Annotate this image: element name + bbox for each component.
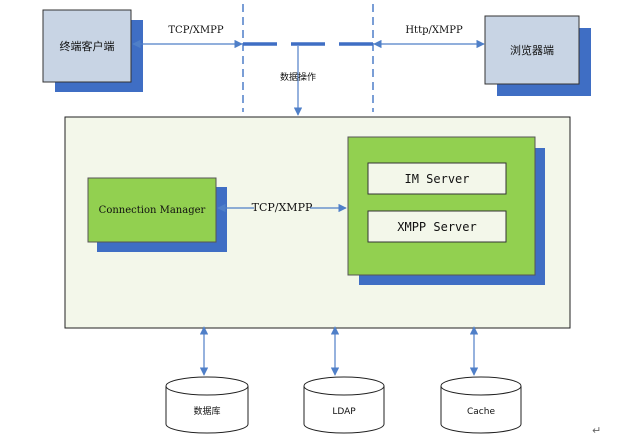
ldap-cylinder: LDAP xyxy=(303,376,385,434)
terminal-client-box xyxy=(42,9,132,83)
connection-manager-node: Connection Manager xyxy=(87,177,227,252)
im-server-label: IM Server xyxy=(404,172,469,186)
center-protocol-label-bg xyxy=(254,200,310,214)
browser-client-node: 浏览器端 xyxy=(484,15,591,96)
terminal-client-node: 终端客户端 xyxy=(42,9,143,92)
cache-cylinder: Cache xyxy=(440,376,522,434)
cache-cylinder-top xyxy=(440,376,522,396)
server-group: IM Server XMPP Server xyxy=(347,136,545,285)
database-cylinder-body xyxy=(165,386,249,434)
paragraph-mark: ↵ xyxy=(592,424,602,437)
xmpp-server-box xyxy=(367,210,507,243)
browser-client-label: 浏览器端 xyxy=(510,43,554,57)
ldap-cylinder-top xyxy=(303,376,385,396)
cache-cylinder-body xyxy=(440,386,522,434)
center-protocol-label: TCP/XMPP xyxy=(252,201,313,214)
terminal-client-label: 终端客户端 xyxy=(60,39,115,53)
connection-manager-box xyxy=(87,177,217,243)
browser-client-box xyxy=(484,15,580,85)
cache-label: Cache xyxy=(467,407,495,417)
database-cylinder-top xyxy=(165,376,249,396)
ldap-label: LDAP xyxy=(332,407,356,417)
database-cylinder: 数据库 xyxy=(165,376,249,434)
connection-manager-label: Connection Manager xyxy=(99,205,206,216)
xmpp-server-label: XMPP Server xyxy=(397,220,476,234)
data-operation-label: 数据操作 xyxy=(280,71,316,83)
left-protocol-label: TCP/XMPP xyxy=(168,25,224,36)
database-label: 数据库 xyxy=(193,405,220,417)
ldap-cylinder-body xyxy=(303,386,385,434)
server-group-box xyxy=(347,136,536,276)
right-protocol-label: Http/XMPP xyxy=(405,25,463,36)
im-server-box xyxy=(367,162,507,195)
